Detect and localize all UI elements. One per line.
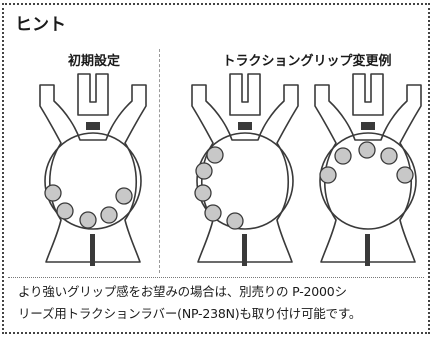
spindle-fork — [229, 73, 261, 116]
hint-caption: より強いグリップ感をお望みの場合は、別売りの P-2000シ リーズ用トラクショ… — [18, 281, 426, 325]
grip-pin — [380, 147, 398, 165]
grip-pin — [226, 212, 244, 230]
grip-pin — [56, 202, 74, 220]
caption-line-1: より強いグリップ感をお望みの場合は、別売りの P-2000シ — [18, 284, 347, 299]
grip-pin — [79, 211, 97, 229]
grip-pin — [194, 184, 212, 202]
caption-line-2: リーズ用トラクションラバー(NP-238N)も取り付け可能です。 — [18, 306, 362, 321]
hint-box: ヒント 初期設定 トラクショングリップ変更例 — [2, 3, 430, 334]
label-grip-change-example: トラクショングリップ変更例 — [222, 54, 392, 69]
pedal-hub-circle — [319, 132, 417, 230]
grip-pin — [206, 146, 224, 164]
label-initial-setting: 初期設定 — [67, 54, 120, 69]
spindle-bar — [86, 122, 100, 130]
panel-divider — [159, 49, 160, 273]
grip-pin — [358, 141, 376, 159]
spindle-bar — [238, 122, 252, 130]
grip-pin — [100, 206, 118, 224]
lower-bar — [365, 234, 370, 266]
pedal-diagram-example-left — [191, 73, 299, 266]
pedal-hub-circle — [44, 132, 142, 230]
spindle-fork — [352, 73, 384, 116]
grip-pin — [334, 147, 352, 165]
grip-pin — [115, 187, 133, 205]
grip-pin — [396, 166, 414, 184]
lower-bar — [90, 234, 95, 266]
grip-pin — [319, 166, 337, 184]
spindle-fork — [77, 73, 109, 116]
pedal-diagram-initial — [39, 73, 147, 266]
grip-pin — [44, 184, 62, 202]
grip-pin — [195, 162, 213, 180]
grip-pin — [204, 204, 222, 222]
pedal-diagram-example-top — [314, 73, 422, 266]
lower-bar — [242, 234, 247, 266]
hint-title: ヒント — [15, 15, 66, 35]
caption-separator — [8, 277, 424, 278]
pedal-hub-circle — [196, 132, 294, 230]
spindle-bar — [361, 122, 375, 130]
